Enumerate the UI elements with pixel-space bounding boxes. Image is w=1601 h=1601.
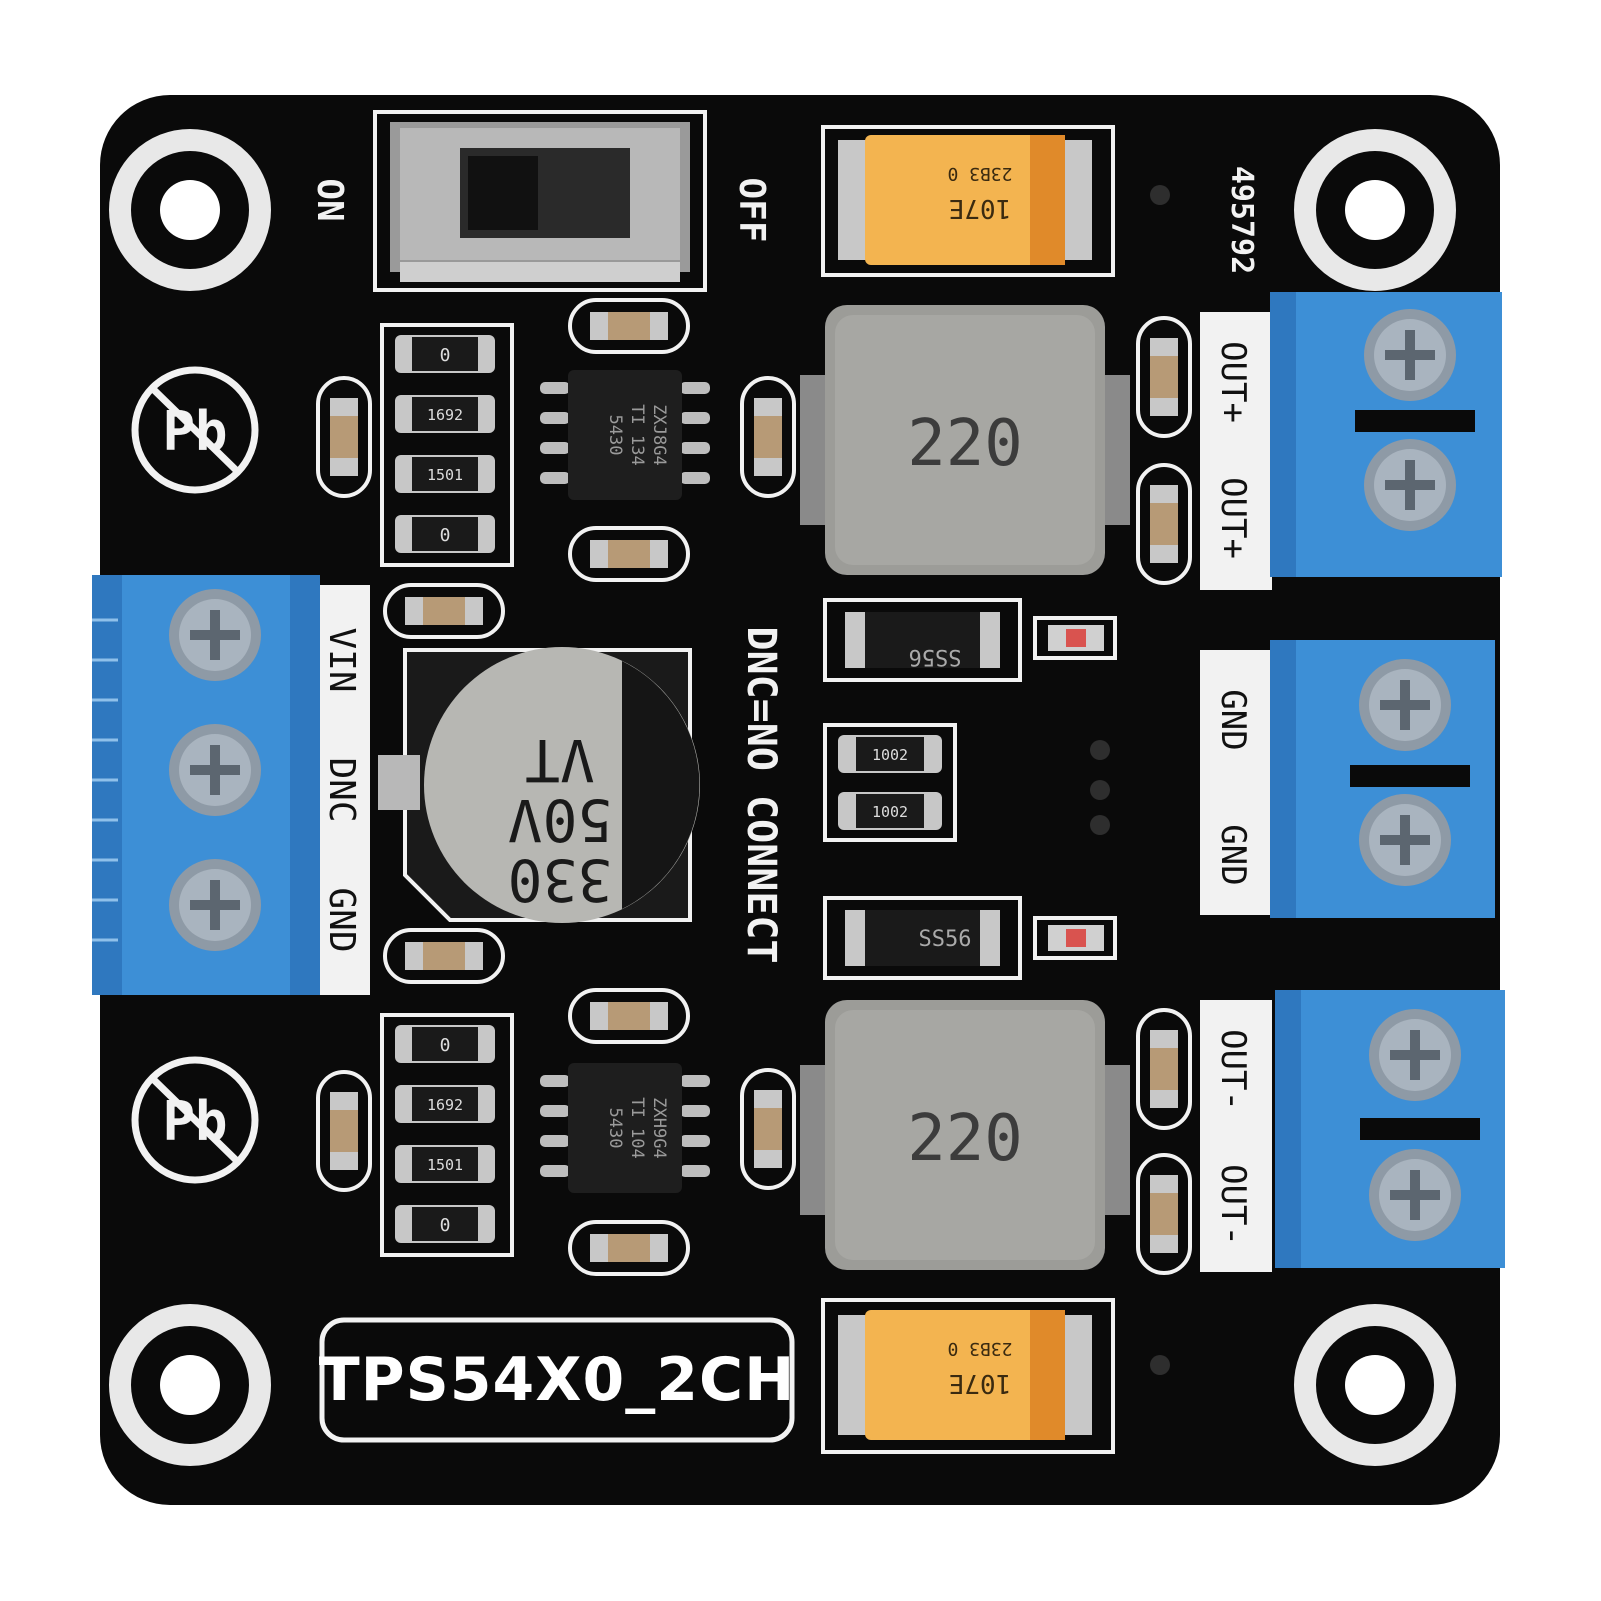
electrolytic-capacitor: 330 50V VT bbox=[378, 647, 700, 923]
output-label-ground-1: GND bbox=[1213, 689, 1253, 750]
input-screw-1[interactable] bbox=[169, 589, 261, 681]
resistor-group-top-outline bbox=[380, 323, 514, 567]
output-terminal-positive bbox=[1200, 292, 1502, 590]
resistor-bottom-1501-value: 1501 bbox=[427, 1156, 463, 1174]
diode-bottom: SS56 bbox=[823, 896, 1022, 980]
resistor-bottom-0a: 0 bbox=[395, 1025, 495, 1063]
resistor-1002-b-value: 1002 bbox=[872, 803, 908, 821]
diode-top-label: SS56 bbox=[909, 644, 962, 669]
resistor-1002-a: 1002 bbox=[838, 735, 942, 773]
led-bottom bbox=[1033, 916, 1117, 960]
electrolytic-cap-series: VT bbox=[525, 726, 595, 794]
resistor-top-0b: 0 bbox=[395, 515, 495, 553]
tantalum-top-code: 107E bbox=[949, 193, 1012, 223]
input-label-gnd: GND bbox=[321, 887, 362, 952]
board-name-frame bbox=[319, 1317, 795, 1443]
resistor-bottom-0a-value: 0 bbox=[440, 1035, 451, 1056]
lead-free-mark-top: Pb bbox=[131, 366, 259, 494]
resistor-bottom-0b: 0 bbox=[395, 1205, 495, 1243]
diode-top: SS56 bbox=[823, 598, 1022, 682]
resistor-top-1501-value: 1501 bbox=[427, 466, 463, 484]
resistor-group-bottom-outline bbox=[380, 1013, 514, 1257]
resistor-bottom-1692-value: 1692 bbox=[427, 1096, 463, 1114]
electrolytic-cap-value: 330 bbox=[508, 846, 613, 914]
output-terminal-ground bbox=[1200, 640, 1495, 918]
regulator-top-line-1: 5430 bbox=[605, 415, 625, 456]
tantalum-bottom-date: 23B3 0 bbox=[947, 1338, 1012, 1359]
tantalum-top-date: 23B3 0 bbox=[947, 163, 1012, 184]
via-holes bbox=[1090, 185, 1170, 1375]
switch-slider[interactable] bbox=[468, 156, 538, 230]
input-label-vin: VIN bbox=[321, 627, 362, 692]
mounting-hole-top-right bbox=[1294, 129, 1456, 291]
output-screw-positive-1[interactable] bbox=[1364, 309, 1456, 401]
input-label-dnc: DNC bbox=[321, 757, 362, 822]
regulator-bottom-line-3: ZXH9G4 bbox=[649, 1097, 669, 1158]
tantalum-cap-bottom: 107E 23B3 0 bbox=[821, 1298, 1115, 1454]
input-screw-3[interactable] bbox=[169, 859, 261, 951]
resistor-top-1501: 1501 bbox=[395, 455, 495, 493]
regulator-ic-bottom: 5430 TI 104 ZXH9G4 bbox=[540, 1063, 710, 1193]
switch-on-label: ON bbox=[309, 178, 350, 221]
output-label-positive-1: OUT+ bbox=[1213, 341, 1253, 423]
ceramic-cap-outlines bbox=[316, 298, 1192, 1276]
board-name-label: TPS54X0_2CH bbox=[318, 1345, 796, 1415]
led-top bbox=[1033, 616, 1117, 660]
output-screw-negative-1[interactable] bbox=[1369, 1009, 1461, 1101]
regulator-bottom-line-1: 5430 bbox=[605, 1108, 625, 1149]
lead-free-text-top: Pb bbox=[162, 400, 227, 463]
resistor-1002-a-value: 1002 bbox=[872, 746, 908, 764]
resistor-top-0a: 0 bbox=[395, 335, 495, 373]
resistor-top-1692: 1692 bbox=[395, 395, 495, 433]
output-label-negative-1: OUT- bbox=[1213, 1029, 1253, 1111]
output-screw-negative-2[interactable] bbox=[1369, 1149, 1461, 1241]
regulator-top-line-2: TI 134 bbox=[627, 404, 647, 465]
tantalum-bottom-code: 107E bbox=[949, 1368, 1012, 1398]
resistor-top-0b-value: 0 bbox=[440, 525, 451, 546]
serial-number: 495792 bbox=[1224, 166, 1259, 274]
resistor-top-1692-value: 1692 bbox=[427, 406, 463, 424]
regulator-bottom-line-2: TI 104 bbox=[627, 1097, 647, 1158]
resistor-top-0a-value: 0 bbox=[440, 345, 451, 366]
mounting-hole-top-left bbox=[109, 129, 271, 291]
regulator-top-line-3: ZXJ8G4 bbox=[649, 404, 669, 465]
inductor-top-value: 220 bbox=[907, 407, 1023, 481]
lead-free-mark-bottom: Pb bbox=[131, 1056, 259, 1184]
resistor-bottom-1692: 1692 bbox=[395, 1085, 495, 1123]
output-screw-ground-1[interactable] bbox=[1359, 659, 1451, 751]
lead-free-text-bottom: Pb bbox=[162, 1090, 227, 1153]
regulator-ic-top: 5430 TI 134 ZXJ8G4 bbox=[540, 370, 710, 500]
resistor-group-middle-outline bbox=[823, 723, 957, 842]
resistor-1002-b: 1002 bbox=[838, 792, 942, 830]
switch-off-label: OFF bbox=[731, 177, 772, 242]
mounting-hole-bottom-left bbox=[109, 1304, 271, 1466]
diode-bottom-label: SS56 bbox=[919, 927, 972, 952]
output-screw-ground-2[interactable] bbox=[1359, 794, 1451, 886]
ceramic-cap-bodies bbox=[330, 312, 1178, 1262]
output-label-negative-2: OUT- bbox=[1213, 1164, 1253, 1246]
output-label-positive-2: OUT+ bbox=[1213, 477, 1253, 559]
inductor-bottom-value: 220 bbox=[907, 1102, 1023, 1176]
inductor-top: 220 bbox=[800, 305, 1130, 575]
mounting-hole-bottom-right bbox=[1294, 1304, 1456, 1466]
tantalum-cap-top: 107E 23B3 0 bbox=[821, 125, 1115, 277]
output-label-ground-2: GND bbox=[1213, 824, 1253, 885]
dnc-notice: DNC=NO CONNECT bbox=[738, 626, 784, 963]
electrolytic-cap-voltage: 50V bbox=[508, 786, 613, 854]
input-screw-2[interactable] bbox=[169, 724, 261, 816]
resistor-bottom-0b-value: 0 bbox=[440, 1215, 451, 1236]
resistor-bottom-1501: 1501 bbox=[395, 1145, 495, 1183]
inductor-bottom: 220 bbox=[800, 1000, 1130, 1270]
power-switch[interactable] bbox=[373, 110, 707, 292]
output-screw-positive-2[interactable] bbox=[1364, 439, 1456, 531]
